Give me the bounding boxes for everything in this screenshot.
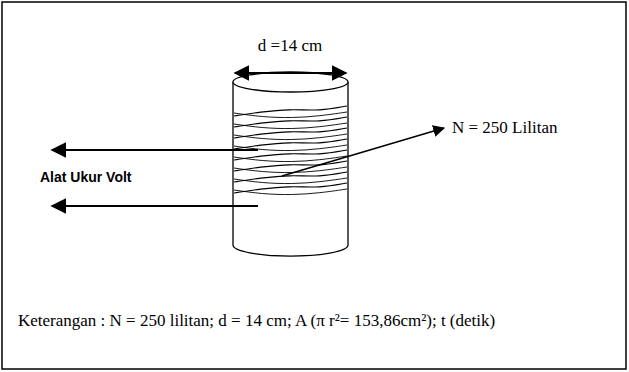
coil-winding <box>234 189 347 195</box>
coil-winding <box>234 112 347 118</box>
diameter-arrow <box>235 72 346 74</box>
caption: Keterangan : N = 250 lilitan; d = 14 cm;… <box>18 310 618 333</box>
cylinder-top <box>233 72 348 92</box>
coil-winding <box>234 134 347 140</box>
coil-winding <box>234 167 347 173</box>
dimension-label: d =14 cm <box>258 36 322 56</box>
coil-winding <box>234 178 347 184</box>
cylinder-body <box>233 82 348 256</box>
coil-winding <box>234 156 347 162</box>
voltmeter-label: Alat Ukur Volt <box>40 169 132 185</box>
voltmeter-lead <box>52 149 258 151</box>
turns-label: N = 250 Lilitan <box>452 118 557 138</box>
coil-winding <box>234 123 347 129</box>
outer-border <box>2 2 626 369</box>
leader-line <box>282 128 444 176</box>
voltmeter-lead <box>52 205 258 207</box>
